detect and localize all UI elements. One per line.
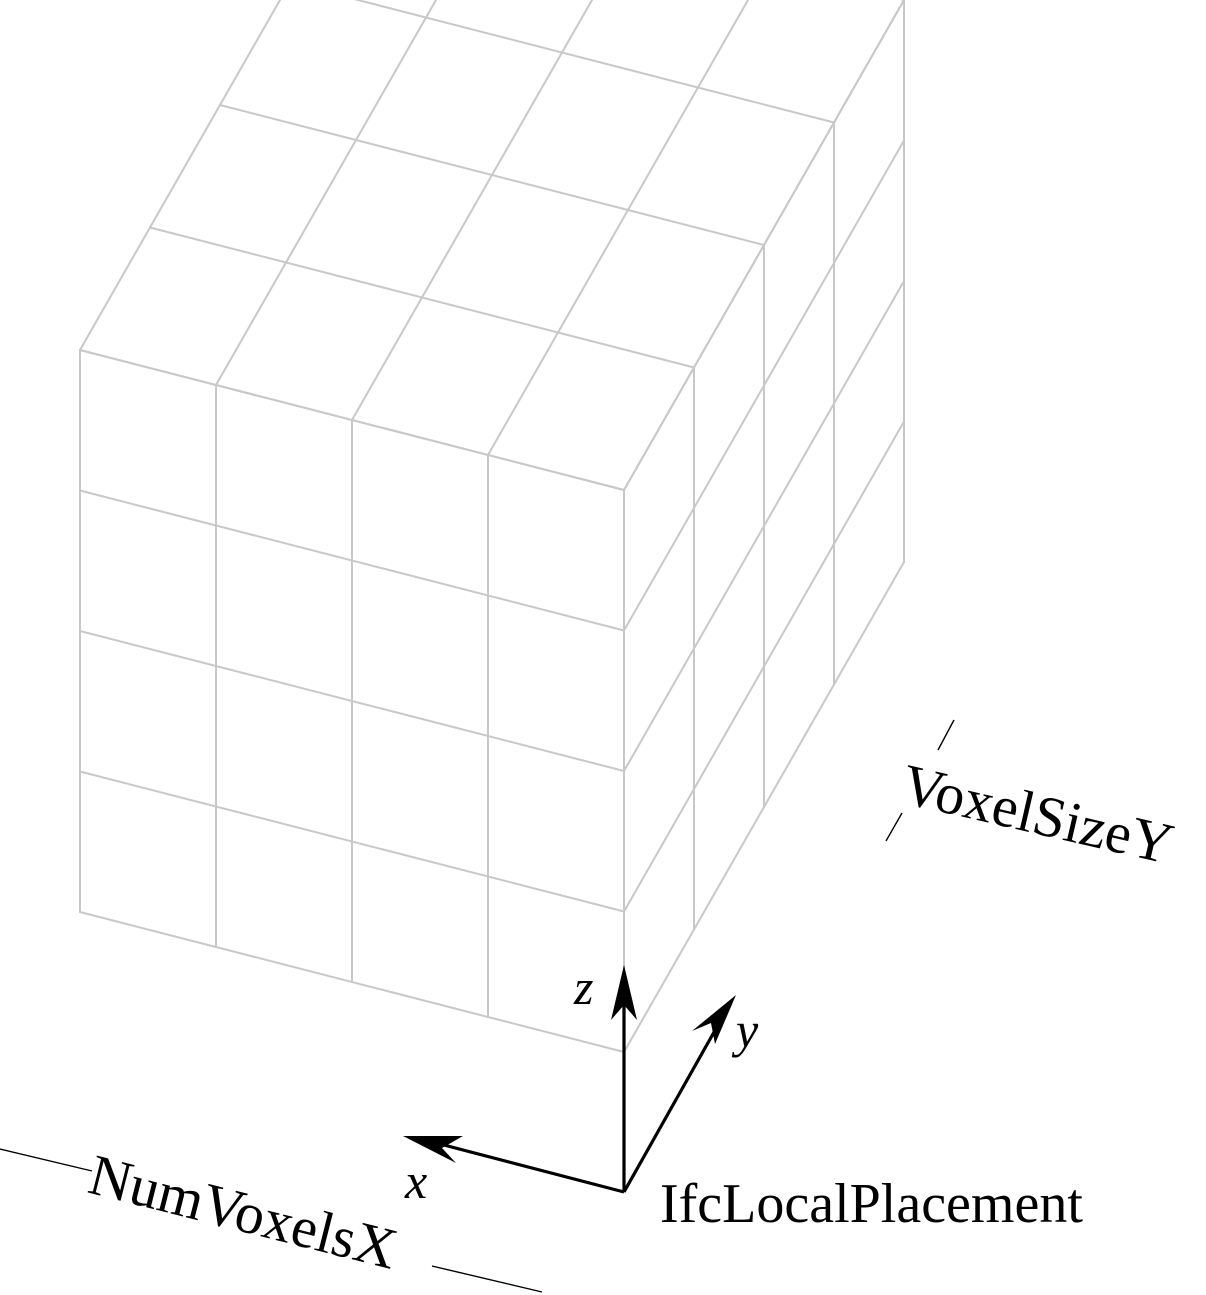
front-face-horizontal-line — [79, 911, 625, 1053]
top-face-diagonal-line — [79, 0, 282, 351]
placement-label: IfcLocalPlacement — [660, 1173, 1083, 1235]
num-voxels-x-label: NumVoxelsX — [83, 1142, 404, 1282]
right-face-diagonal-line — [623, 280, 905, 772]
top-face-diagonal-line — [215, 0, 438, 386]
top-face-horizontal-line — [79, 349, 625, 491]
voxel-size-y-tick-top — [937, 719, 955, 751]
right-face-diagonal-line — [623, 139, 905, 632]
right-face-diagonal-line — [623, 561, 905, 1053]
front-face-horizontal-line — [79, 770, 625, 913]
num-voxels-x-dim-right — [431, 1265, 543, 1293]
top-face-diagonal-line — [487, 0, 750, 456]
y-axis-label: y — [731, 1002, 759, 1058]
x-axis-label: x — [404, 1153, 427, 1209]
right-face-diagonal-line — [623, 420, 905, 913]
voxel-size-y-label: VoxelSizeY — [896, 751, 1180, 876]
top-face-diagonal-line — [351, 0, 594, 421]
top-face-horizontal-line — [219, 104, 765, 246]
num-voxels-x-dim-left — [0, 1148, 93, 1172]
x-axis-arrow — [439, 1142, 625, 1194]
y-axis-arrow — [622, 1024, 720, 1193]
x-arrow-head — [403, 1136, 463, 1163]
axes-group — [403, 965, 736, 1194]
top-face-horizontal-line — [149, 226, 695, 369]
z-arrow-head — [611, 965, 637, 1020]
voxel-grid-cube — [79, 0, 905, 1053]
voxel-size-y-tick-bottom — [885, 812, 903, 842]
front-face-horizontal-line — [79, 630, 625, 772]
dimension-lines — [0, 719, 955, 1293]
front-face-horizontal-line — [79, 489, 625, 632]
y-arrow-head — [692, 995, 736, 1044]
z-axis-label: z — [573, 959, 593, 1015]
top-face-horizontal-line — [353, 0, 835, 124]
